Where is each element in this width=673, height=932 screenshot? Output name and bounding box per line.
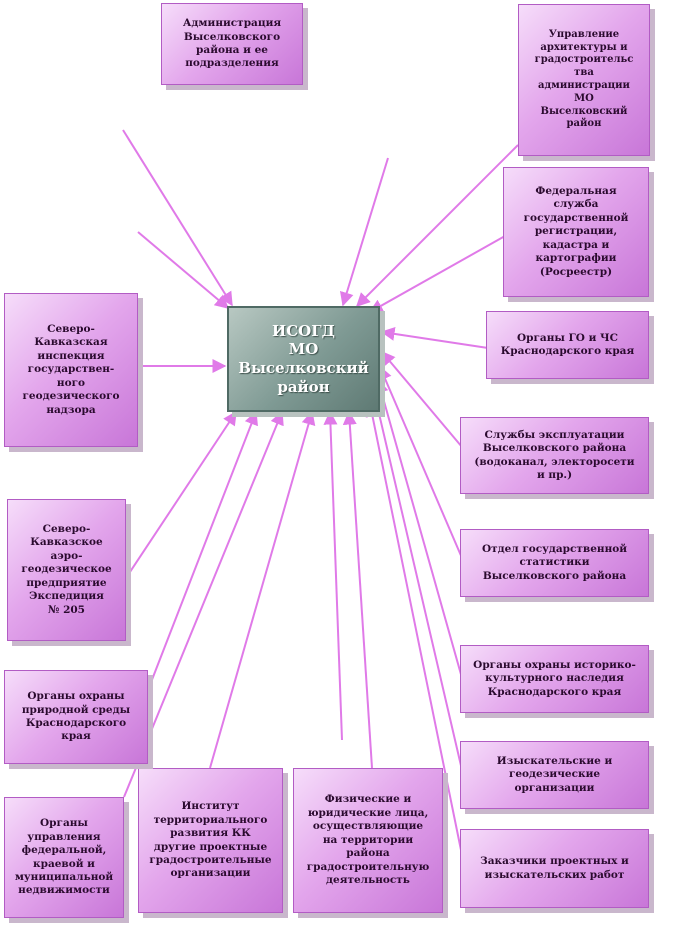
node-gochs: Органы ГО и ЧС Краснодарского края <box>486 311 649 379</box>
arrow-customers <box>365 402 463 856</box>
node-admin: Администрация Выселковского района и ее … <box>161 3 303 85</box>
node-institute: Институт территориального развития КК др… <box>138 768 283 913</box>
node-persons: Физические и юридические лица, осуществл… <box>293 768 443 913</box>
node-property: Органы управления федеральной, краевой и… <box>4 797 124 918</box>
node-heritage: Органы охраны историко- культурного насл… <box>460 645 649 713</box>
arrow-stat <box>378 365 463 559</box>
node-aero: Северо- Кавказское аэро- геодезическое п… <box>7 499 126 641</box>
arrow-survey <box>370 390 463 771</box>
node-arch: Управление архитектуры и градостроительс… <box>518 4 650 156</box>
arrow-institute <box>209 410 316 769</box>
arrow-admin-2 <box>137 231 230 309</box>
arrow-persons <box>342 410 373 769</box>
arrow-services <box>381 350 463 448</box>
arrow-rosreestr <box>368 235 506 313</box>
arrow-arch-2 <box>339 157 389 307</box>
arrow-heritage <box>374 378 463 679</box>
arrow-gochs <box>380 326 489 349</box>
node-stat: Отдел государственной статистики Выселко… <box>460 529 649 597</box>
arrow-property <box>123 410 284 798</box>
node-customers: Заказчики проектных и изыскательских раб… <box>460 829 649 908</box>
center-node-isogd: ИСОГД МО Выселковский район <box>227 306 380 412</box>
arrow-nature <box>147 410 258 691</box>
node-rosreestr: Федеральная служба государственной регис… <box>503 167 649 297</box>
node-services: Службы эксплуатации Выселковского района… <box>460 417 649 494</box>
node-nature: Органы охраны природной среды Краснодарс… <box>4 670 148 764</box>
arrow-persons-2 <box>323 410 343 741</box>
node-survey: Изыскательские и геодезические организац… <box>460 741 649 809</box>
node-inspection: Северо- Кавказская инспекция государстве… <box>4 293 138 447</box>
arrow-arch <box>356 144 519 307</box>
arrow-aero <box>125 410 237 579</box>
arrow-admin <box>122 129 233 307</box>
